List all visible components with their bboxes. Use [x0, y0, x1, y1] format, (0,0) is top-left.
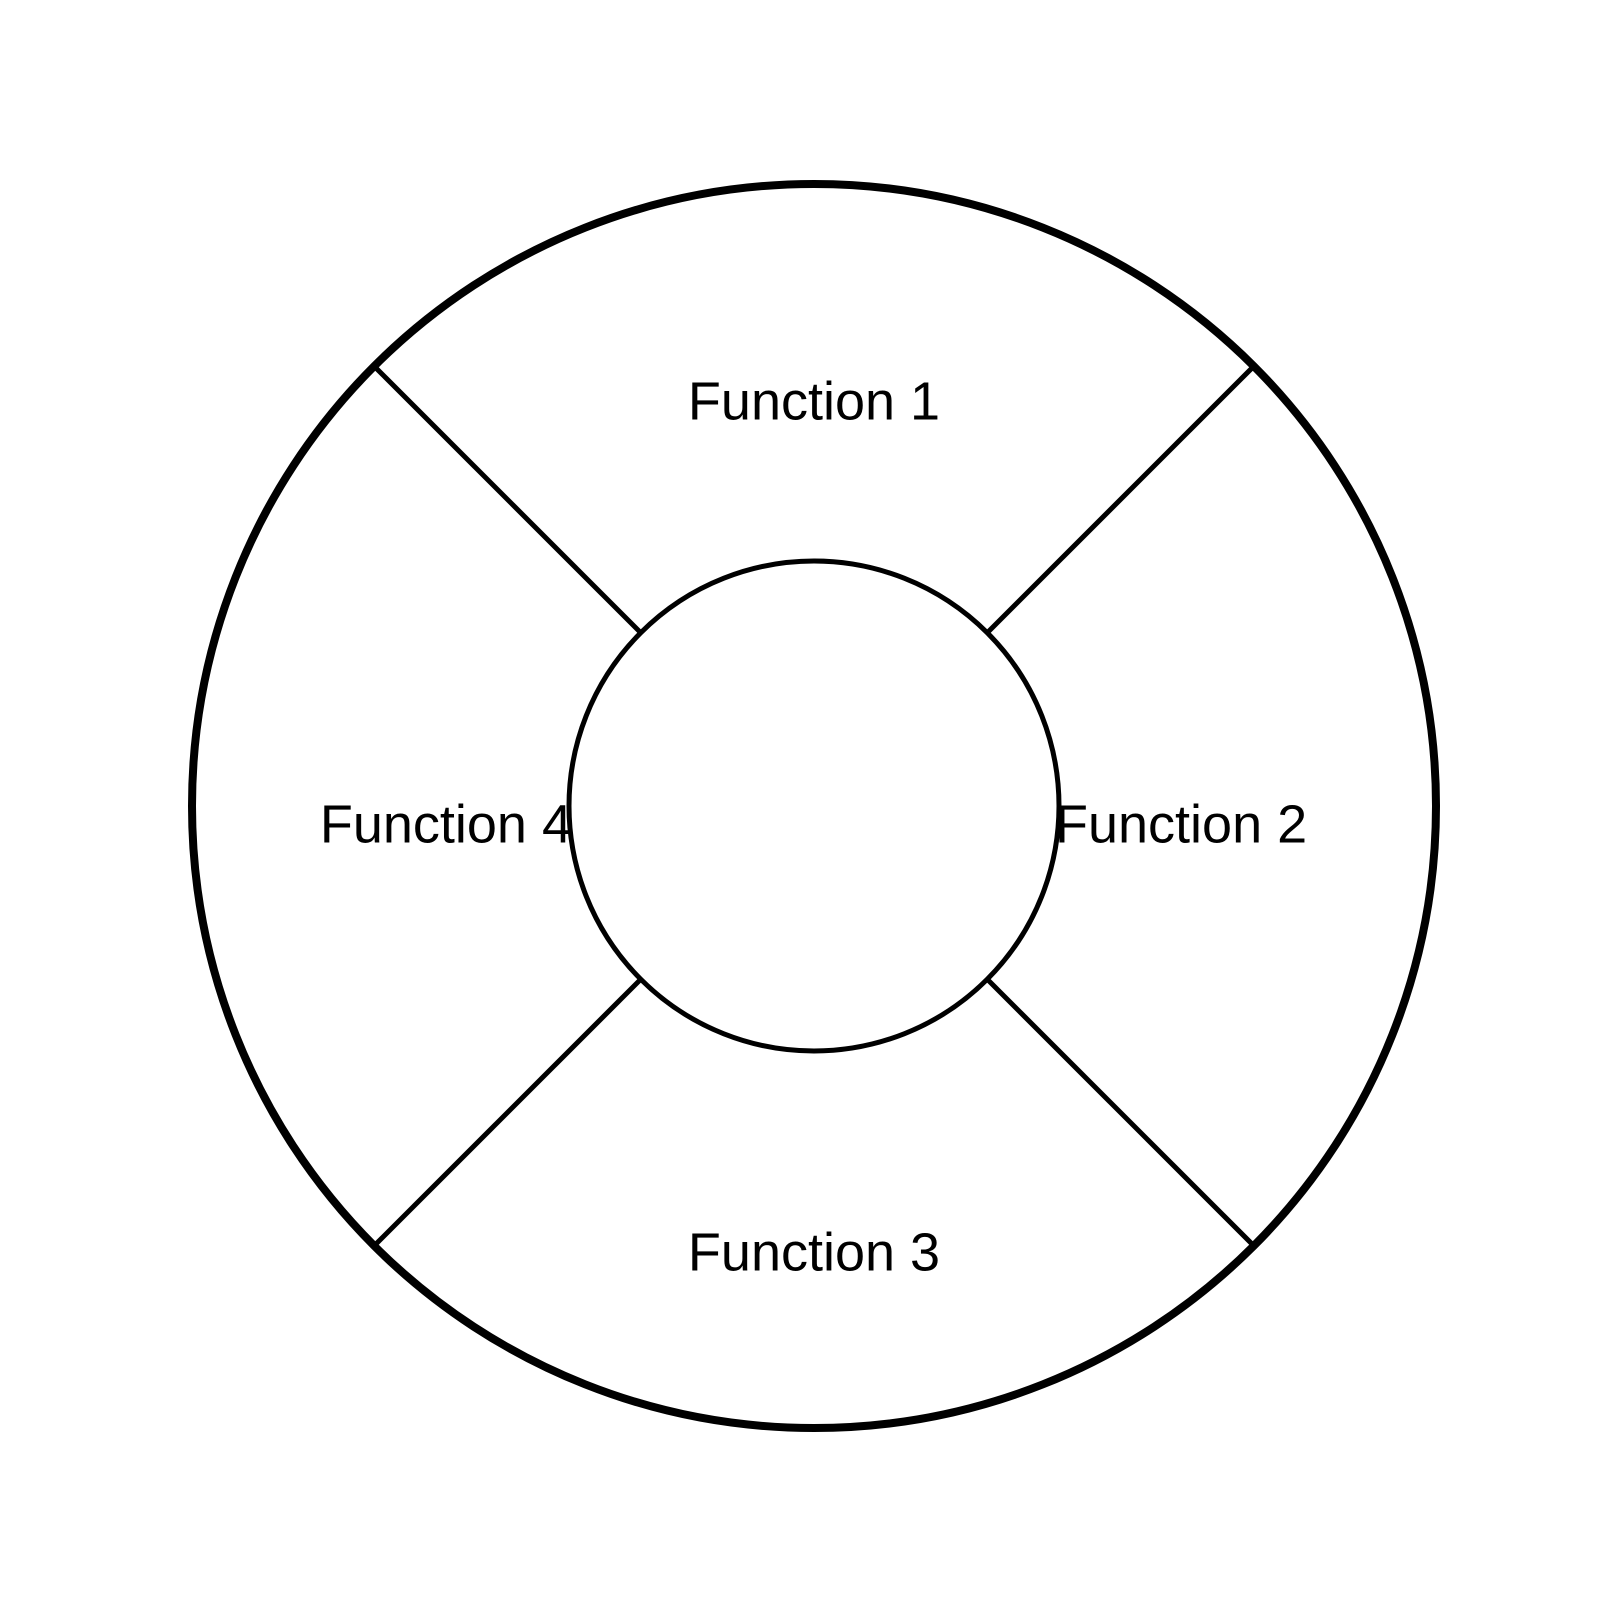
segment-label-function-1: Function 1 — [688, 371, 940, 431]
segment-label-function-2: Function 2 — [1055, 794, 1307, 854]
divider-line-top-left — [372, 364, 644, 636]
divider-line-bottom-right — [984, 976, 1256, 1248]
divider-line-top-right — [984, 364, 1256, 636]
inner-circle-hub — [566, 558, 1062, 1054]
segment-label-function-4: Function 4 — [320, 794, 572, 854]
segment-label-function-3: Function 3 — [688, 1222, 940, 1282]
divider-line-bottom-left — [372, 976, 644, 1248]
outer-circle — [188, 180, 1440, 1432]
